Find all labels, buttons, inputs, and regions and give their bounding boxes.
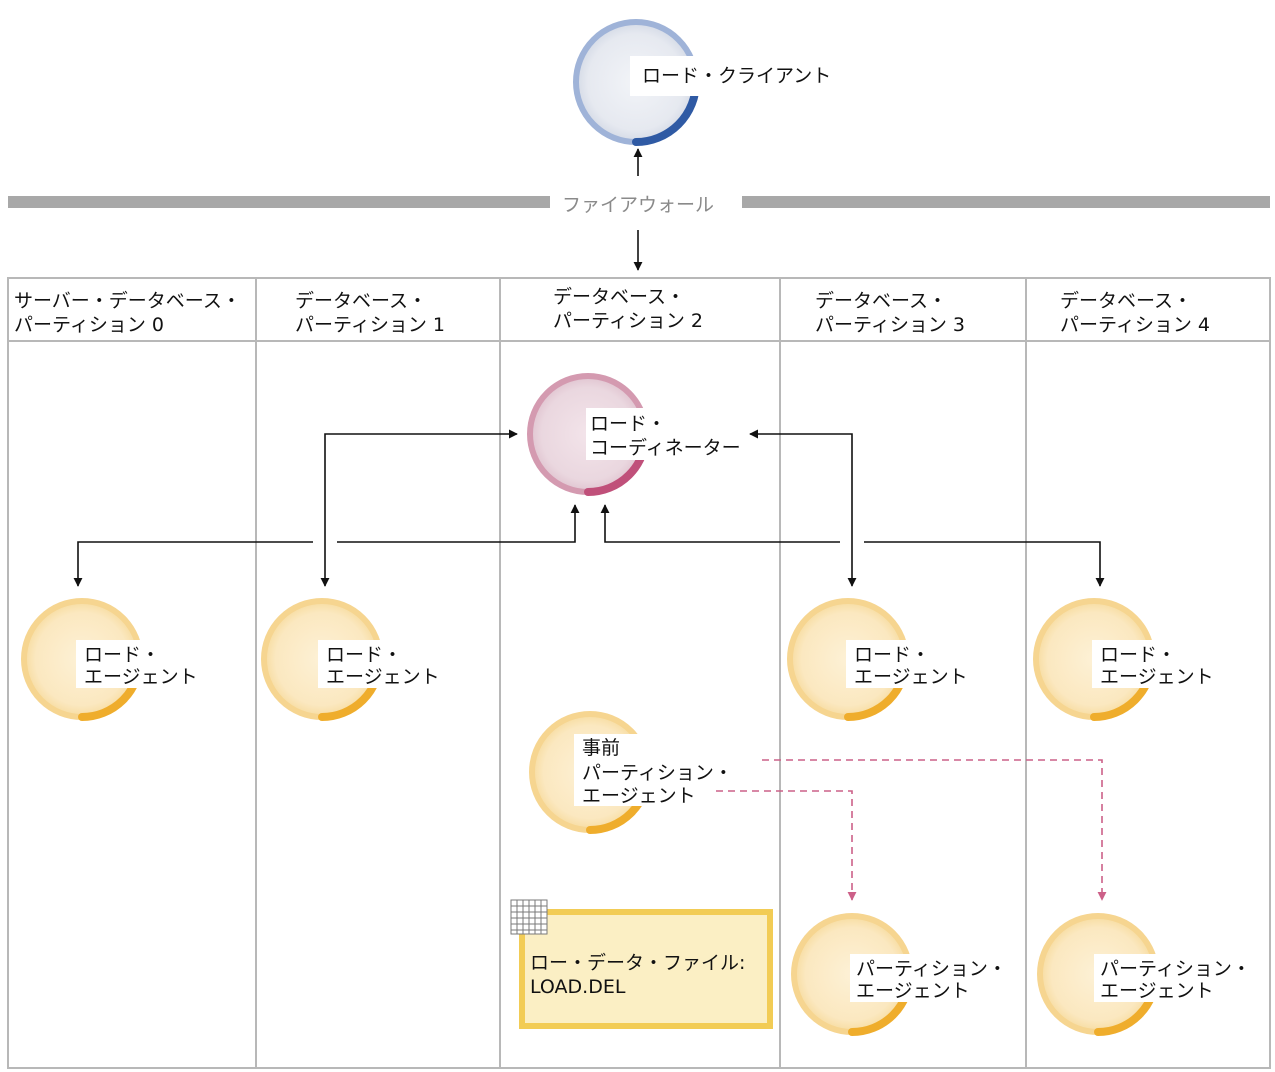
partition-3-header-line2: パーティション 3 xyxy=(815,314,965,336)
table-file-icon xyxy=(510,899,548,935)
partition-1-header-line2: パーティション 1 xyxy=(295,314,445,336)
raw-file-label-line1: ロー・データ・ファイル: xyxy=(530,952,745,974)
partition-agent-p3: パーティション・ エージェント xyxy=(791,913,1022,1036)
load-agent-p1-line2: エージェント xyxy=(326,666,440,688)
load-agent-p3-line2: エージェント xyxy=(854,666,968,688)
load-agent-p1: ロード・ エージェント xyxy=(261,598,458,721)
partition-agent-p4-line1: パーティション・ xyxy=(1100,958,1251,980)
load-agent-p4-line1: ロード・ xyxy=(1100,644,1176,666)
partition-1-header-line1: データベース・ xyxy=(295,290,427,312)
partition-agent-p4: パーティション・ エージェント xyxy=(1037,913,1266,1036)
partition-table xyxy=(7,277,1271,1069)
pre-partition-agent-line2: パーティション・ xyxy=(582,762,733,784)
load-agent-p0-line1: ロード・ xyxy=(84,644,160,666)
partition-3-header-line1: データベース・ xyxy=(815,290,947,312)
firewall-label: ファイアウォール xyxy=(562,194,714,216)
load-agent-p4: ロード・ エージェント xyxy=(1033,598,1232,721)
partition-0-header-line2: パーティション 0 xyxy=(14,314,164,336)
coordinator-label-line1: ロード・ xyxy=(590,413,666,435)
raw-file-label-line2: LOAD.DEL xyxy=(530,976,626,998)
partition-4-header-line1: データベース・ xyxy=(1060,290,1192,312)
pre-partition-agent-node: 事前 パーティション・ エージェント xyxy=(529,711,756,834)
pre-partition-agent-line1: 事前 xyxy=(582,737,620,759)
load-agent-p4-line2: エージェント xyxy=(1100,666,1214,688)
raw-data-file: ロー・データ・ファイル: LOAD.DEL xyxy=(510,899,773,1029)
load-client-node: ロード・クライアント xyxy=(573,19,860,146)
partition-2-header-line2: パーティション 2 xyxy=(553,310,703,332)
pre-partition-agent-line3: エージェント xyxy=(582,785,696,807)
load-agent-p3: ロード・ エージェント xyxy=(787,598,986,721)
load-agent-p1-line1: ロード・ xyxy=(326,644,402,666)
load-agent-p0: ロード・ エージェント xyxy=(21,598,216,721)
load-agent-p3-line1: ロード・ xyxy=(854,644,930,666)
load-coordinator-node: ロード・ コーディネーター xyxy=(527,373,756,496)
coordinator-links xyxy=(73,429,1105,587)
firewall: ファイアウォール xyxy=(8,194,1270,216)
partition-agent-p4-line2: エージェント xyxy=(1100,980,1214,1002)
partition-2-header-line1: データベース・ xyxy=(553,286,685,308)
pre-partition-links xyxy=(716,759,1107,901)
load-agent-p0-line2: エージェント xyxy=(84,666,198,688)
partition-0-header-line1: サーバー・データベース・ xyxy=(14,290,241,312)
partition-4-header-line2: パーティション 4 xyxy=(1060,314,1210,336)
load-client-label: ロード・クライアント xyxy=(642,65,831,87)
partition-agent-p3-line2: エージェント xyxy=(856,980,970,1002)
coordinator-label-line2: コーディネーター xyxy=(590,437,741,459)
partition-agent-p3-line1: パーティション・ xyxy=(856,958,1007,980)
